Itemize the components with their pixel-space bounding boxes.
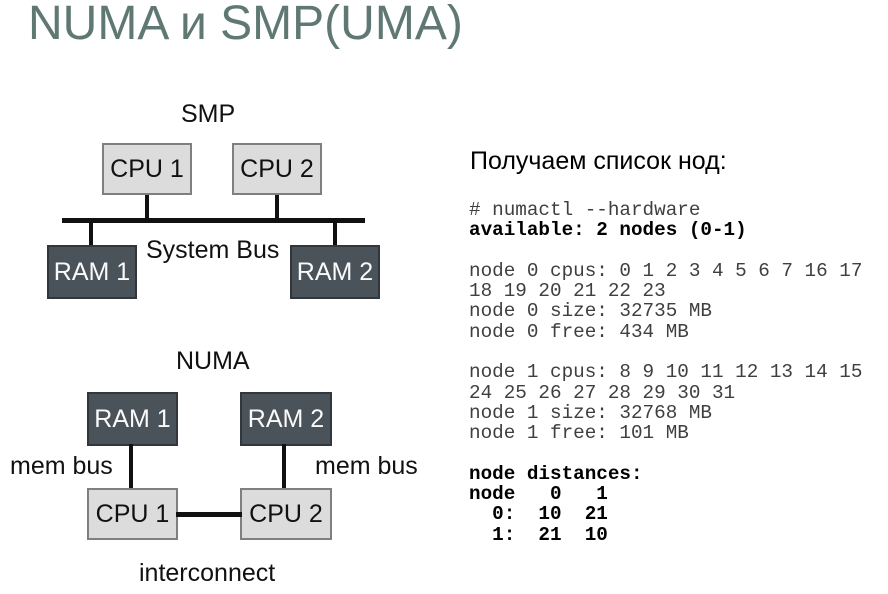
terminal-output: # numactl --hardware available: 2 nodes …	[469, 200, 887, 545]
terminal-line	[469, 241, 887, 261]
smp-cpu2-label: CPU 2	[240, 154, 314, 183]
numa-ram1-label: RAM 1	[94, 404, 171, 433]
numa-interconnect-label: interconnect	[139, 559, 276, 587]
numa-diagram-title: NUMA	[176, 347, 250, 375]
terminal-line: 24 25 26 27 28 29 30 31	[469, 381, 736, 404]
terminal-line: node 0 1	[469, 483, 608, 506]
smp-system-bus-label: System Bus	[146, 236, 280, 264]
smp-system-bus-line	[62, 218, 365, 223]
slide-title: NUMA и SMP(UMA)	[28, 0, 463, 50]
terminal-line	[469, 342, 887, 362]
numa-ram2-cpu2-mem-bus-line	[282, 444, 286, 490]
terminal-line: node distances:	[469, 462, 643, 485]
numa-mem-bus-right-label: mem bus	[315, 452, 418, 480]
smp-ram1-bus-connector-line	[89, 223, 93, 245]
terminal-line: node 1 cpus: 8 9 10 11 12 13 14 15	[469, 361, 863, 384]
terminal-line: 18 19 20 21 22 23	[469, 280, 666, 303]
smp-cpu1-bus-connector-line	[145, 195, 149, 222]
terminal-line: node 1 free: 101 MB	[469, 422, 689, 445]
terminal-line: 1: 21 10	[469, 523, 608, 546]
terminal-line: node 0 size: 32735 MB	[469, 300, 712, 323]
smp-diagram-title: SMP	[181, 100, 236, 128]
node-list-heading: Получаем список нод:	[470, 147, 727, 175]
smp-ram2-label: RAM 2	[296, 257, 374, 286]
numa-cpu2-label: CPU 2	[249, 499, 323, 528]
numa-cpu1-label: CPU 1	[95, 499, 170, 528]
numa-interconnect-line	[176, 512, 242, 517]
numa-cpu1-box: CPU 1	[87, 488, 178, 540]
terminal-line: available: 2 nodes (0-1)	[469, 219, 747, 242]
terminal-line: node 1 size: 32768 MB	[469, 401, 712, 424]
numa-mem-bus-left-label: mem bus	[10, 452, 113, 480]
smp-ram1-label: RAM 1	[53, 257, 131, 286]
smp-ram2-bus-connector-line	[333, 223, 337, 245]
terminal-line: 0: 10 21	[469, 503, 608, 526]
smp-cpu2-bus-connector-line	[275, 195, 279, 222]
numa-ram2-label: RAM 2	[247, 404, 325, 433]
smp-ram1-box: RAM 1	[47, 245, 137, 299]
numa-ram1-cpu1-mem-bus-line	[129, 444, 133, 490]
numa-cpu2-box: CPU 2	[240, 488, 332, 540]
terminal-line: node 0 free: 434 MB	[469, 320, 689, 343]
smp-cpu2-box: CPU 2	[232, 143, 322, 195]
terminal-line	[469, 444, 887, 464]
smp-ram2-box: RAM 2	[290, 245, 380, 299]
terminal-line: node 0 cpus: 0 1 2 3 4 5 6 7 16 17	[469, 259, 863, 282]
numa-ram2-box: RAM 2	[240, 392, 332, 446]
smp-cpu1-box: CPU 1	[102, 143, 192, 195]
numa-ram1-box: RAM 1	[87, 392, 178, 446]
terminal-line: # numactl --hardware	[469, 199, 701, 221]
smp-cpu1-label: CPU 1	[110, 154, 184, 183]
